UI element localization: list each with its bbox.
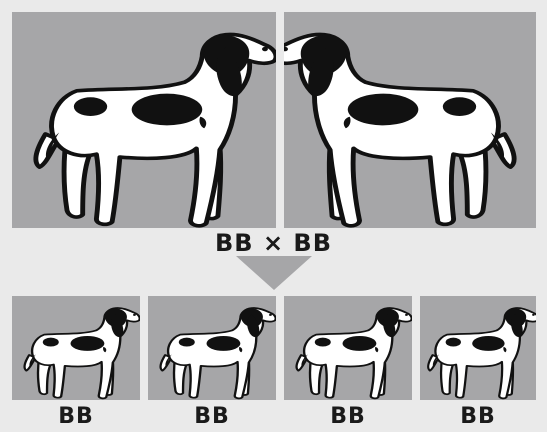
offspring-genotype-4: BB	[414, 404, 542, 429]
offspring-panel-3	[284, 296, 412, 400]
spotted-dog-icon	[420, 296, 536, 400]
spotted-dog-icon	[12, 12, 276, 228]
offspring-genotype-1: BB	[12, 404, 140, 429]
offspring-genotype-3: BB	[284, 404, 412, 429]
spotted-dog-icon	[12, 296, 140, 400]
spotted-dog-icon	[284, 12, 536, 228]
parent-right-panel	[284, 12, 536, 228]
spotted-dog-icon	[148, 296, 276, 400]
spotted-dog-icon	[284, 296, 412, 400]
offspring-panel-2	[148, 296, 276, 400]
down-arrow-icon	[236, 256, 312, 290]
offspring-panel-1	[12, 296, 140, 400]
cross-label: BB × BB	[0, 229, 547, 257]
offspring-genotype-2: BB	[148, 404, 276, 429]
parent-left-panel	[12, 12, 276, 228]
offspring-panel-4	[420, 296, 536, 400]
